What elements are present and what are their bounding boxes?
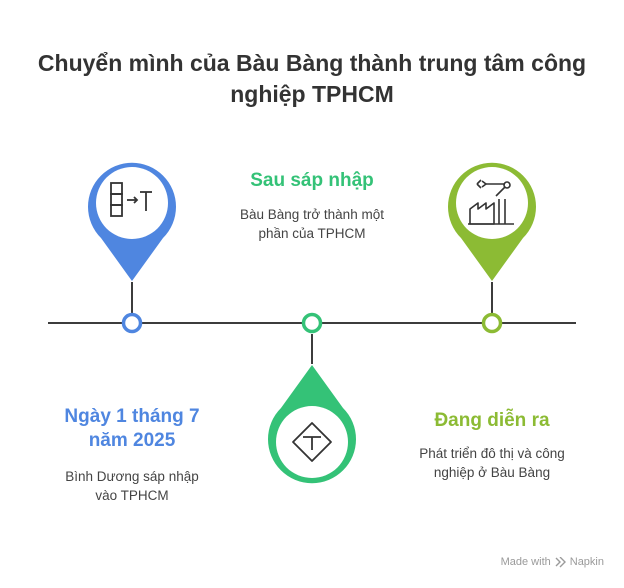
step-2-description: Bàu Bàng trở thành một phần của TPHCM xyxy=(212,205,412,243)
pin-marker-2 xyxy=(268,365,356,484)
watermark-brand: Napkin xyxy=(569,556,604,568)
step-1-desc-line-1: Bình Dương sáp nhập xyxy=(65,469,199,484)
title-line-1: Chuyển mình của Bàu Bàng thành trung tâm… xyxy=(37,50,587,76)
step-2-heading-line-1: Sau sáp nhập xyxy=(250,170,374,191)
merge-arrow-icon xyxy=(110,182,152,217)
step-2-desc-line-1: Bàu Bàng trở thành một xyxy=(240,207,384,222)
factory-robot-arm-icon xyxy=(468,179,514,225)
step-1-heading-line-2: năm 2025 xyxy=(88,430,176,451)
watermark-text: Made with xyxy=(500,556,551,568)
step-2-desc-line-2: phần của TPHCM xyxy=(258,226,366,241)
step-3-desc-line-2: nghiệp ở Bàu Bàng xyxy=(433,465,551,480)
step-1-heading: Ngày 1 tháng 7 năm 2025 xyxy=(42,405,222,453)
timeline-node-1 xyxy=(121,312,143,334)
pin-marker-3 xyxy=(448,162,536,281)
step-3-heading: Đang diễn ra xyxy=(392,409,592,433)
t-junction-sign-icon xyxy=(292,422,332,462)
step-1-description: Bình Dương sáp nhập vào TPHCM xyxy=(42,467,222,505)
step-2-heading: Sau sáp nhập xyxy=(212,169,412,193)
step-3-desc-line-1: Phát triển đô thị và công xyxy=(419,446,565,461)
made-with-napkin-watermark: Made with Napkin xyxy=(501,556,604,568)
step-1-desc-line-2: vào TPHCM xyxy=(95,488,169,503)
title-line-2: nghiệp TPHCM xyxy=(230,81,394,107)
step-3-heading-line-1: Đang diễn ra xyxy=(434,410,550,431)
step-3-description: Phát triển đô thị và công nghiệp ở Bàu B… xyxy=(392,444,592,482)
pin-marker-1 xyxy=(88,162,176,281)
step-1-heading-line-1: Ngày 1 tháng 7 xyxy=(64,406,200,427)
napkin-logo-icon xyxy=(555,556,566,567)
page-title: Chuyển mình của Bàu Bàng thành trung tâm… xyxy=(20,48,604,110)
timeline-node-2 xyxy=(301,312,323,334)
timeline-node-3 xyxy=(481,312,503,334)
